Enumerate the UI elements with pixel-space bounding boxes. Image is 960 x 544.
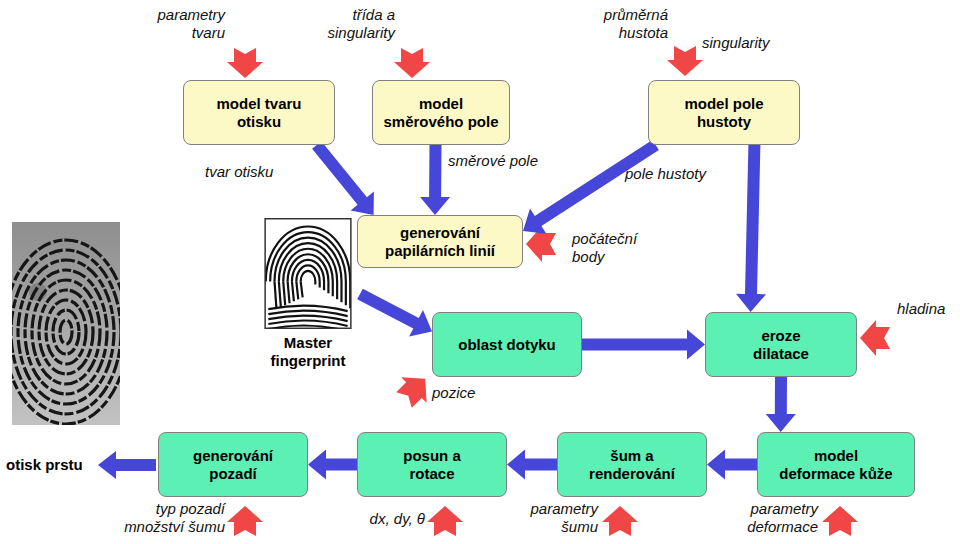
box-label: model pole hustoty [659, 95, 789, 131]
box-label: generování pozadí [183, 447, 283, 483]
input-arrow [822, 506, 858, 536]
box-label: model tvaru otisku [194, 95, 324, 131]
flow-arrow [707, 450, 757, 480]
input-arrow [602, 506, 638, 536]
input-label: hladina [897, 300, 945, 318]
input-arrow [860, 320, 890, 356]
input-label: typ pozadí množství šumu [108, 500, 225, 535]
box-label: model směrového pole [381, 95, 501, 131]
flow-arrow [736, 145, 766, 312]
process-box: generování papilárních linií [357, 215, 523, 268]
flow-arrow [766, 377, 796, 432]
process-box: šum a renderování [557, 432, 707, 497]
box-label: šum a renderování [577, 447, 687, 483]
input-label: parametry deformace [718, 500, 818, 535]
box-label: eroze dilatace [741, 327, 821, 363]
output-arrow [98, 451, 156, 479]
process-box: eroze dilatace [705, 312, 857, 377]
process-box: model deformace kůže [757, 432, 915, 497]
input-label: počáteční body [572, 230, 652, 265]
flow-arrow [507, 450, 557, 480]
input-label: parametry šumu [508, 500, 598, 535]
box-label: oblast dotyku [458, 336, 556, 354]
image-caption: Master fingerprint [262, 334, 354, 370]
input-arrow [667, 46, 703, 76]
process-box: model pole hustoty [648, 80, 800, 145]
process-box: model směrového pole [372, 80, 510, 145]
input-arrow [227, 48, 263, 78]
ridge-lines [12, 240, 120, 424]
fingerprint-ridges [12, 240, 120, 424]
flow-arrow [523, 140, 659, 234]
edge-label: pole hustoty [625, 165, 706, 183]
box-label: model deformace kůže [776, 447, 896, 483]
flow-arrow [582, 330, 705, 360]
process-box: oblast dotyku [432, 312, 582, 377]
input-label: parametry tvaru [145, 6, 225, 41]
flow-arrow [357, 289, 432, 337]
flow-arrow [308, 450, 357, 480]
box-label: posun a rotace [397, 447, 467, 483]
input-label: dx, dy, θ [345, 510, 425, 528]
fingerprint-image [264, 218, 352, 329]
input-arrow [227, 506, 263, 536]
input-label: průměrná hustota [590, 6, 668, 41]
input-arrow [391, 366, 438, 413]
edge-label: směrové pole [448, 152, 538, 170]
process-box: posun a rotace [357, 432, 507, 497]
process-box: model tvaru otisku [183, 80, 335, 145]
input-label: singularity [702, 34, 770, 52]
process-box: generování pozadí [158, 432, 308, 497]
master-image: Master fingerprint [256, 218, 360, 370]
input-label: třída a singularity [300, 6, 395, 41]
output-label: otisk prstu [6, 456, 83, 474]
flow-arrow [420, 145, 450, 215]
input-arrow [427, 506, 463, 536]
fingerprint-photo [12, 222, 120, 425]
box-label: generování papilárních linií [365, 224, 515, 260]
input-label: pozice [432, 384, 475, 402]
input-arrow [394, 48, 430, 78]
edge-label: tvar otisku [205, 163, 273, 181]
flow-arrow [312, 141, 374, 215]
